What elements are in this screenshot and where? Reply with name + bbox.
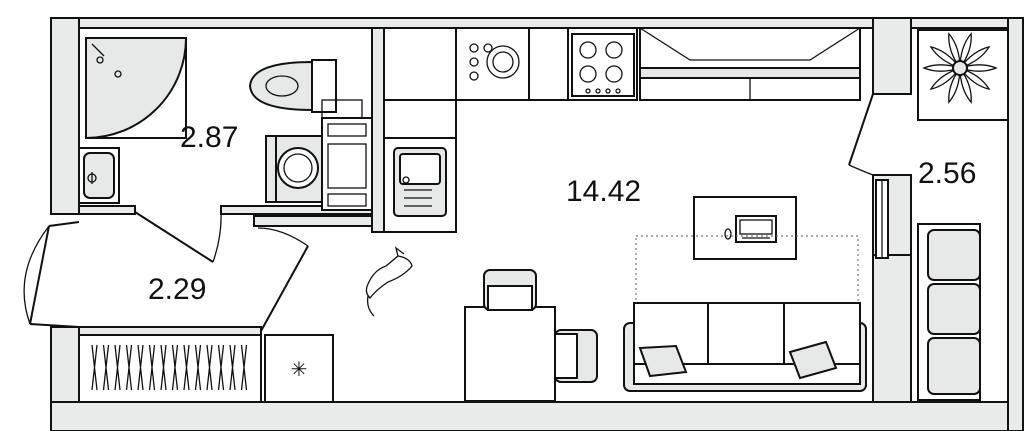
- hanger: [102, 344, 110, 391]
- balcony: 2.56: [848, 29, 1009, 401]
- hanger: [148, 344, 156, 391]
- sofa: [623, 302, 867, 392]
- hallway: 2.29 ✳: [23, 221, 334, 403]
- hanger: [137, 344, 144, 391]
- shelf-unit: [321, 99, 373, 211]
- balcony-bench: [917, 223, 981, 401]
- living-room: 14.42: [365, 175, 867, 402]
- hallway-area-label: 2.29: [148, 273, 206, 306]
- dining-table: [464, 306, 556, 402]
- washing-machine: [265, 135, 323, 203]
- chair: [483, 269, 537, 311]
- hanger: [171, 344, 179, 391]
- toilet: [248, 59, 337, 113]
- living-area-label: 14.42: [566, 175, 641, 208]
- snowflake-icon: ✳: [291, 357, 308, 381]
- hanger: [160, 344, 167, 391]
- stove: [571, 33, 635, 97]
- hanger: [217, 344, 225, 391]
- balcony-area-label: 2.56: [918, 157, 976, 190]
- hanger: [240, 344, 248, 391]
- cabinet-hood: [639, 27, 861, 101]
- plant-leaf: [957, 64, 998, 72]
- living-room-door[interactable]: [257, 227, 309, 332]
- bathroom-area-label: 2.87: [180, 121, 238, 154]
- laptop-icon: [735, 215, 777, 243]
- cat-icon: [365, 246, 413, 317]
- plant-leaf: [922, 64, 963, 72]
- kitchen-sink: [393, 147, 447, 217]
- hanger: [125, 344, 133, 391]
- hanger: [206, 344, 213, 391]
- hanger: [183, 344, 190, 391]
- plant-leaf: [948, 65, 961, 104]
- plant-leaf: [948, 32, 961, 71]
- balcony-door[interactable]: [848, 93, 889, 259]
- hanger: [194, 344, 202, 391]
- plant-leaf: [958, 66, 991, 91]
- plant-icon: [917, 29, 1009, 121]
- plant-leaf: [958, 45, 991, 70]
- wardrobe: [78, 334, 262, 403]
- dishwasher: [466, 43, 520, 101]
- kitchen: [383, 27, 861, 233]
- hanger: [91, 344, 98, 391]
- hanger: [114, 344, 121, 391]
- plant-leaf: [959, 65, 972, 104]
- storage-cabinet: ✳: [264, 334, 334, 403]
- bathroom: 2.87: [78, 37, 373, 211]
- hanger: [229, 344, 236, 391]
- desk: [693, 196, 797, 260]
- bathroom-door[interactable]: [134, 211, 222, 263]
- plant-leaf: [929, 66, 962, 91]
- bathroom-sink: [78, 147, 120, 204]
- chair: [554, 329, 598, 383]
- shower-tray: [85, 37, 188, 140]
- entrance-door[interactable]: [23, 221, 80, 328]
- plant-leaf: [929, 45, 962, 70]
- plant-leaf: [959, 32, 972, 71]
